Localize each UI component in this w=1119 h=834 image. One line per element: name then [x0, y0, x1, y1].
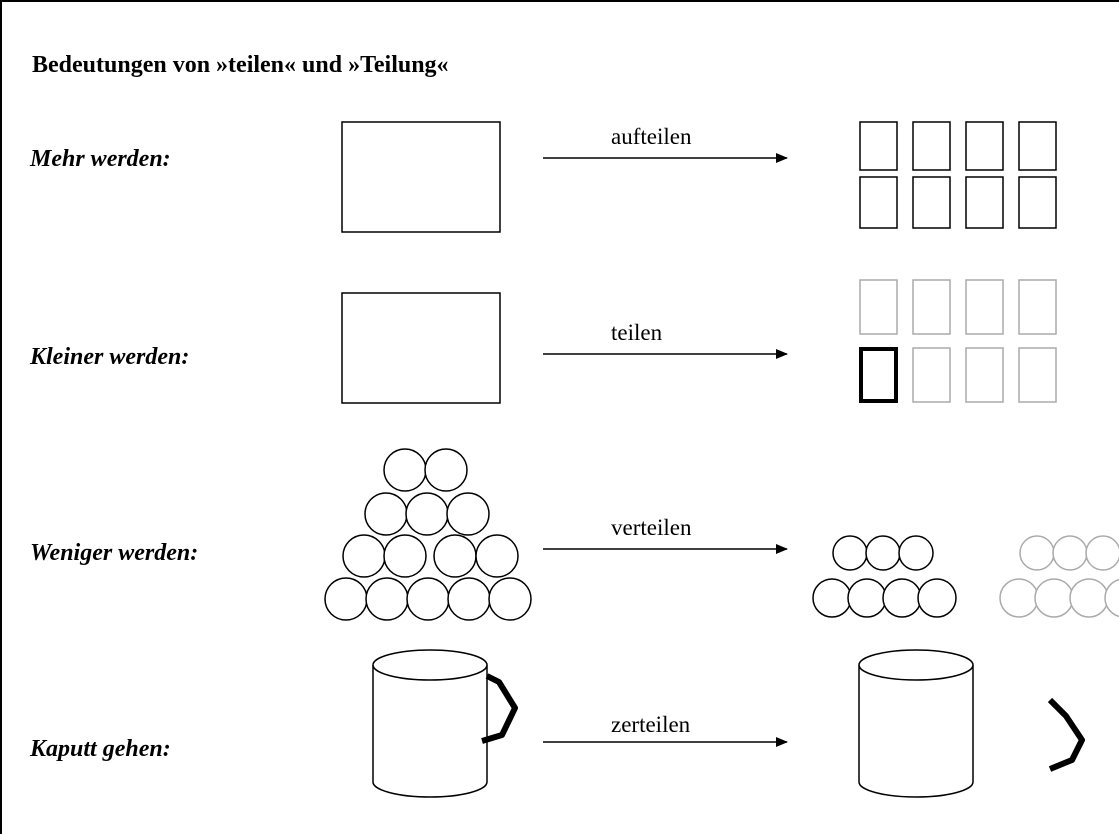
grid-cell: [912, 121, 951, 171]
circle-pyramid-source: [324, 448, 532, 621]
grid-cell: [1018, 176, 1057, 229]
pile-circle-faded: [1034, 578, 1074, 618]
grid-cell: [965, 121, 1004, 171]
arrow-label-aufteilen: aufteilen: [611, 124, 692, 149]
pile-circle-faded: [1085, 535, 1119, 571]
pile-circle: [812, 578, 852, 618]
circle-pile-other-share: [999, 535, 1119, 618]
pile-circle: [865, 535, 901, 571]
arrow-label-verteilen: verteilen: [611, 515, 692, 540]
pyramid-circle: [364, 492, 408, 536]
pile-circle: [898, 535, 934, 571]
broken-handle: [1047, 697, 1085, 772]
mug-body-broken: [858, 649, 974, 798]
source-rectangle-row1: [341, 121, 501, 233]
arrow-label-teilen: teilen: [611, 320, 663, 345]
circle-pile-share: [812, 535, 957, 618]
arrow-label-zerteilen: zerteilen: [611, 712, 691, 737]
divided-grid-row2: [859, 279, 1057, 403]
grid-cell-highlighted: [859, 347, 898, 403]
grid-cell-faded: [965, 279, 1004, 335]
row-label-mehr-werden: Mehr werden:: [30, 146, 171, 172]
grid-cell-faded: [912, 347, 951, 403]
pyramid-circle: [447, 577, 491, 621]
mug-with-handle: [372, 649, 518, 798]
divided-grid-row1: [859, 121, 1057, 229]
row-label-kleiner-werden: Kleiner werden:: [30, 344, 190, 370]
grid-cell: [965, 176, 1004, 229]
pile-circle-faded: [1104, 578, 1119, 618]
pyramid-circle: [365, 577, 409, 621]
pyramid-circle: [342, 534, 386, 578]
pyramid-circle: [405, 492, 449, 536]
pile-circle-faded: [1069, 578, 1109, 618]
grid-cell: [912, 176, 951, 229]
pile-circle: [882, 578, 922, 618]
pyramid-circle: [406, 577, 450, 621]
pile-circle: [832, 535, 868, 571]
pile-circle: [917, 578, 957, 618]
pyramid-circle: [383, 448, 427, 492]
pile-circle-faded: [1052, 535, 1088, 571]
pile-circle-faded: [1019, 535, 1055, 571]
pyramid-circle: [475, 534, 519, 578]
grid-cell-faded: [859, 279, 898, 335]
pyramid-circle: [433, 534, 477, 578]
grid-cell: [859, 176, 898, 229]
source-rectangle-row2: [341, 292, 501, 404]
pyramid-circle: [488, 577, 532, 621]
pyramid-circle: [446, 492, 490, 536]
grid-cell: [859, 121, 898, 171]
pile-circle-faded: [999, 578, 1039, 618]
grid-cell-faded: [1018, 347, 1057, 403]
grid-cell-faded: [1018, 279, 1057, 335]
grid-cell-faded: [912, 279, 951, 335]
pyramid-circle: [324, 577, 368, 621]
row-label-kaputt-gehen: Kaputt gehen:: [30, 736, 171, 762]
grid-cell-faded: [965, 347, 1004, 403]
pyramid-circle: [424, 448, 468, 492]
row-label-weniger-werden: Weniger werden:: [30, 540, 199, 566]
pyramid-circle: [383, 534, 427, 578]
diagram-title: Bedeutungen von »teilen« und »Teilung«: [32, 52, 449, 78]
pile-circle: [847, 578, 887, 618]
grid-cell: [1018, 121, 1057, 171]
